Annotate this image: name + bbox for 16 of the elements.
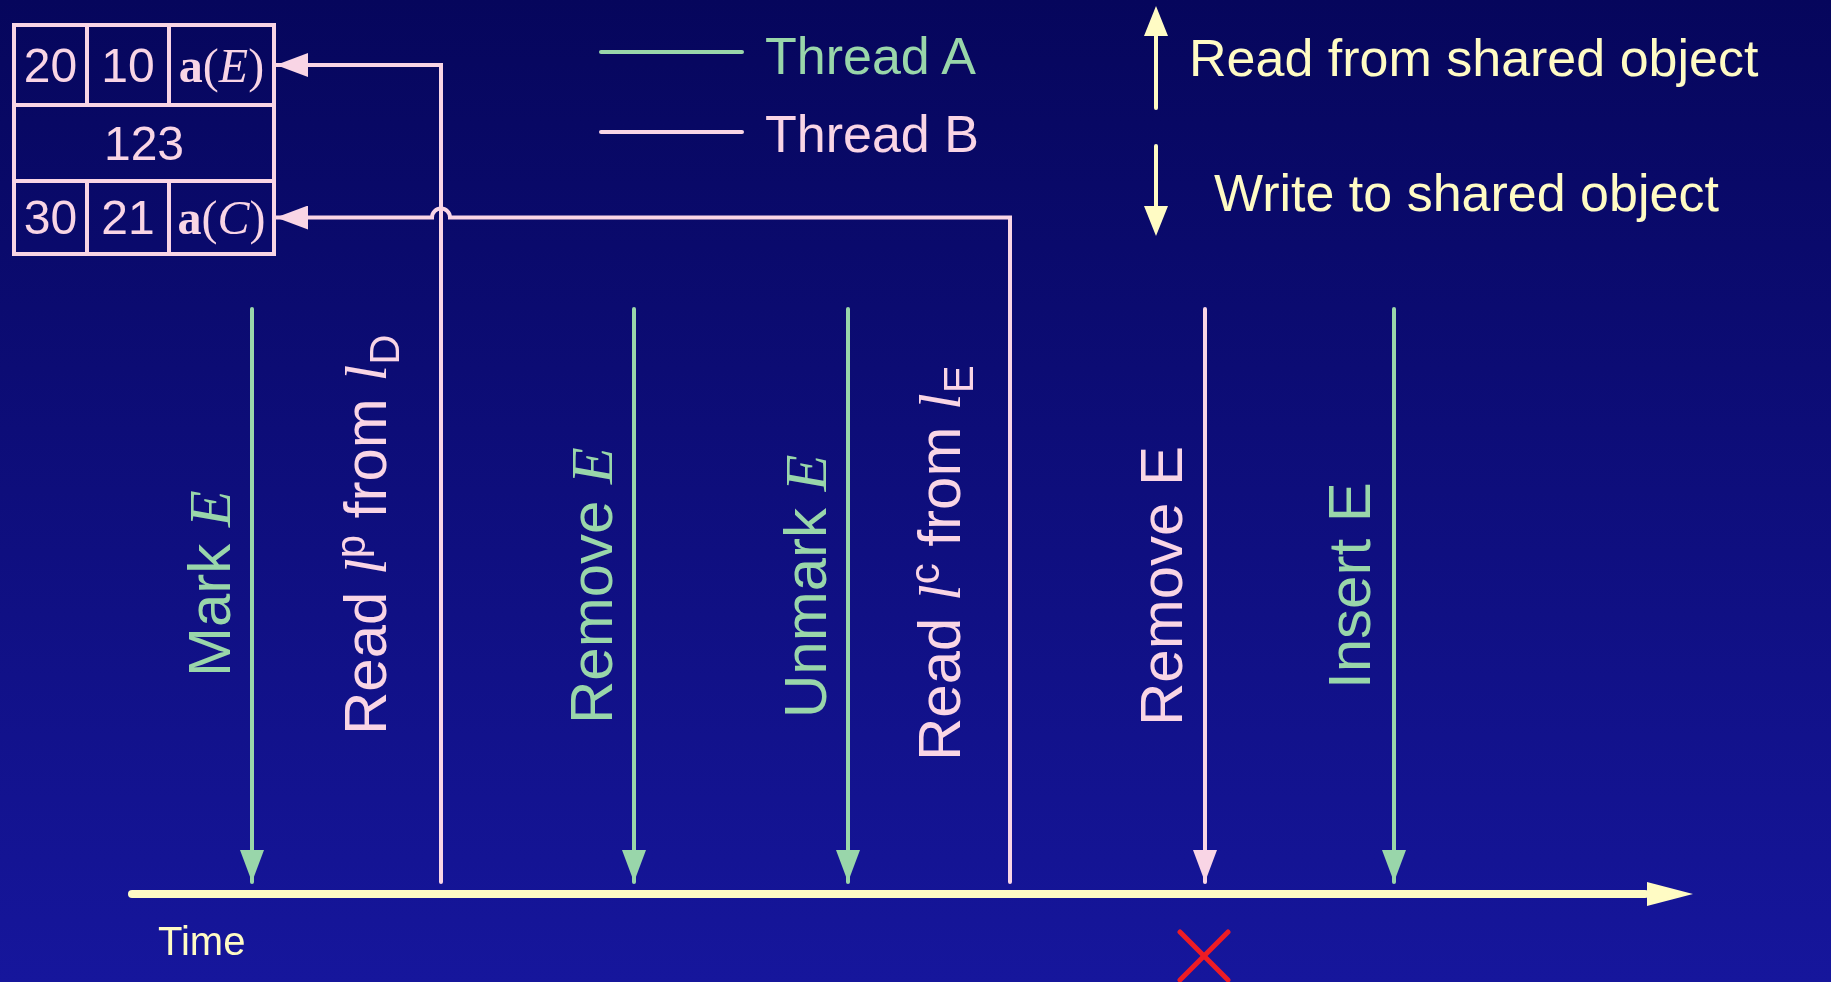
axis-label: Time: [158, 921, 246, 961]
event-label: Insert E: [1317, 482, 1383, 689]
event-label: Remove E: [1129, 445, 1195, 726]
event-label: Remove E: [559, 447, 625, 724]
legend-label: Thread B: [765, 108, 979, 160]
event-label: Unmark E: [773, 454, 839, 718]
event-arrow: [1382, 307, 1406, 884]
read-arrow: [274, 53, 443, 884]
time-axis: [128, 882, 1693, 906]
legend-label: Thread A: [765, 30, 977, 82]
event-arrow: [836, 307, 860, 884]
read-arrow: [274, 205, 1012, 884]
event-arrow: [240, 307, 264, 884]
event-label: Mark E: [177, 490, 243, 677]
event-arrow: [1193, 307, 1217, 884]
event-arrow: [622, 307, 646, 884]
